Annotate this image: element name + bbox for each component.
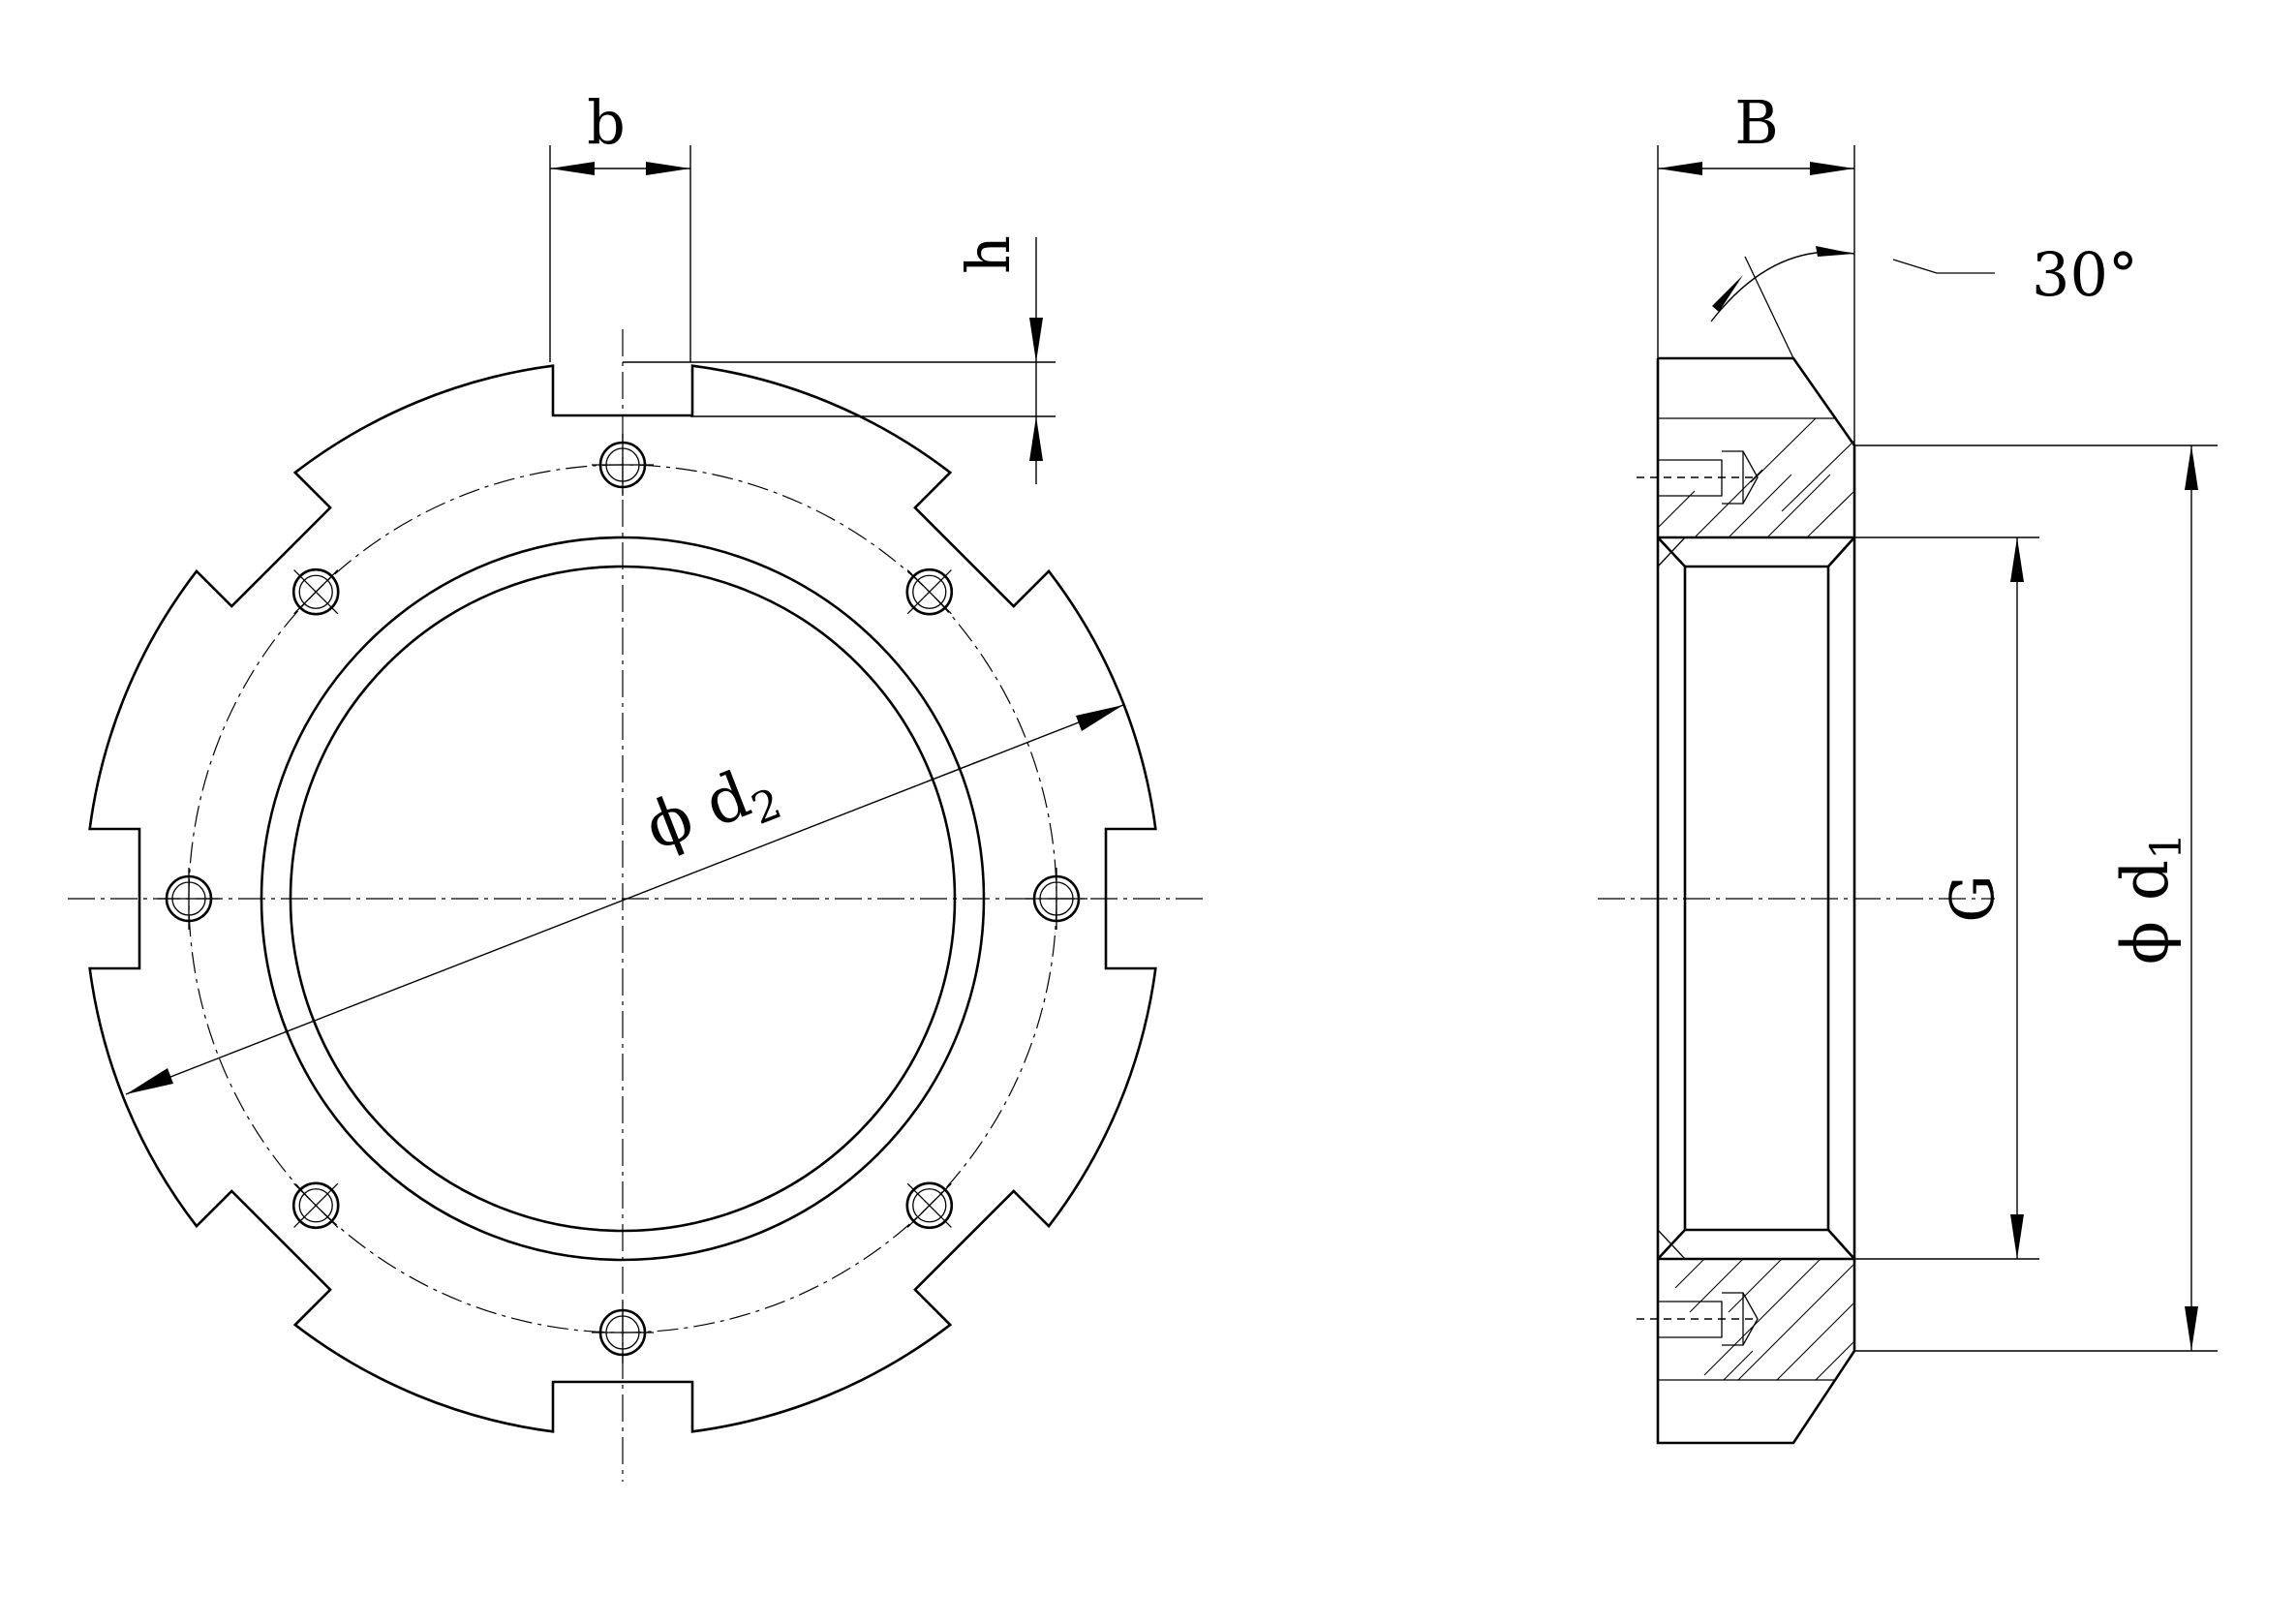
bottom-screw-tip	[1722, 1292, 1759, 1346]
d1-arrow-top	[2185, 445, 2198, 490]
hole-left	[158, 868, 220, 930]
hole-inner-circle	[298, 1188, 333, 1223]
bore-outer-circle	[260, 536, 986, 1262]
angle-arrow-left	[1712, 275, 1743, 312]
hole-outer-circle	[905, 1181, 954, 1230]
d1-label: ϕ d1	[2108, 833, 2191, 965]
front-view: ϕ d2 b h	[68, 87, 1206, 1482]
b-label: b	[587, 87, 626, 158]
hole-top	[592, 434, 654, 496]
bottom-screw-body	[1658, 1301, 1723, 1338]
G-arrow-bottom	[2010, 1214, 2024, 1259]
top-set-screw	[1637, 450, 1759, 505]
G-label: G	[1937, 874, 2007, 923]
d2-arrow-start	[126, 1068, 173, 1094]
side-outer-profile	[1656, 356, 1856, 1445]
top-section-hatch	[1657, 417, 1861, 567]
hole-top-left	[291, 567, 340, 616]
top-hatch-lines	[1657, 417, 1861, 538]
hole-inner-circle	[912, 574, 947, 609]
bore-inner-circle	[289, 565, 957, 1233]
hole-outer-circle	[291, 1181, 340, 1230]
hole-outer-circle	[905, 567, 954, 616]
hole-inner-circle	[298, 574, 333, 609]
hole-bottom-left	[291, 1181, 340, 1230]
G-arrow-top	[2010, 537, 2024, 582]
hole-inner-circle	[912, 1188, 947, 1223]
h-arrow-bottom	[1029, 416, 1043, 461]
hole-right	[1026, 868, 1087, 930]
side-section-view: B 30° G ϕ d1	[1598, 87, 2218, 1445]
angle-arrow-right	[1816, 246, 1854, 257]
B-arrow-left	[1658, 162, 1702, 175]
bore-chamfer-bottom	[1657, 1228, 1855, 1260]
h-arrow-top	[1029, 318, 1043, 362]
set-screw-holes	[158, 434, 1087, 1364]
bottom-section-outline	[1657, 1229, 1855, 1381]
d2-arrow-end	[1076, 705, 1123, 731]
hole-outer-circle	[291, 567, 340, 616]
b-arrow-right	[646, 162, 690, 175]
top-screw-tip	[1722, 450, 1759, 505]
hole-radial-mark	[906, 569, 952, 615]
hole-bottom-right	[905, 1181, 954, 1230]
hole-radial-mark	[293, 1182, 339, 1228]
bottom-section-hatch	[1657, 1229, 1855, 1381]
b-arrow-left	[550, 162, 595, 175]
hole-bottom	[592, 1302, 654, 1364]
d1-arrow-bottom	[2185, 1306, 2198, 1351]
bottom-set-screw	[1637, 1292, 1759, 1346]
outer-slotted-contour	[88, 364, 1157, 1433]
hole-radial-mark	[906, 1182, 952, 1228]
B-arrow-right	[1810, 162, 1854, 175]
top-screw-body	[1658, 459, 1723, 497]
bore-chamfer-top	[1657, 536, 1855, 568]
top-section-outline	[1657, 417, 1855, 567]
B-label: B	[1734, 87, 1779, 158]
angle-label: 30°	[2032, 239, 2138, 310]
d2-label: ϕ d2	[635, 748, 788, 873]
d1-subscript: 1	[2142, 833, 2191, 860]
hole-top-right	[905, 567, 954, 616]
chamfer-extension-line	[1744, 256, 1794, 359]
d2-dimension-line	[125, 704, 1124, 1095]
hole-radial-mark	[293, 569, 339, 615]
angle-leader	[1892, 259, 1995, 274]
h-label: h	[953, 235, 1024, 274]
bottom-hatch-lines	[1674, 1258, 1855, 1381]
